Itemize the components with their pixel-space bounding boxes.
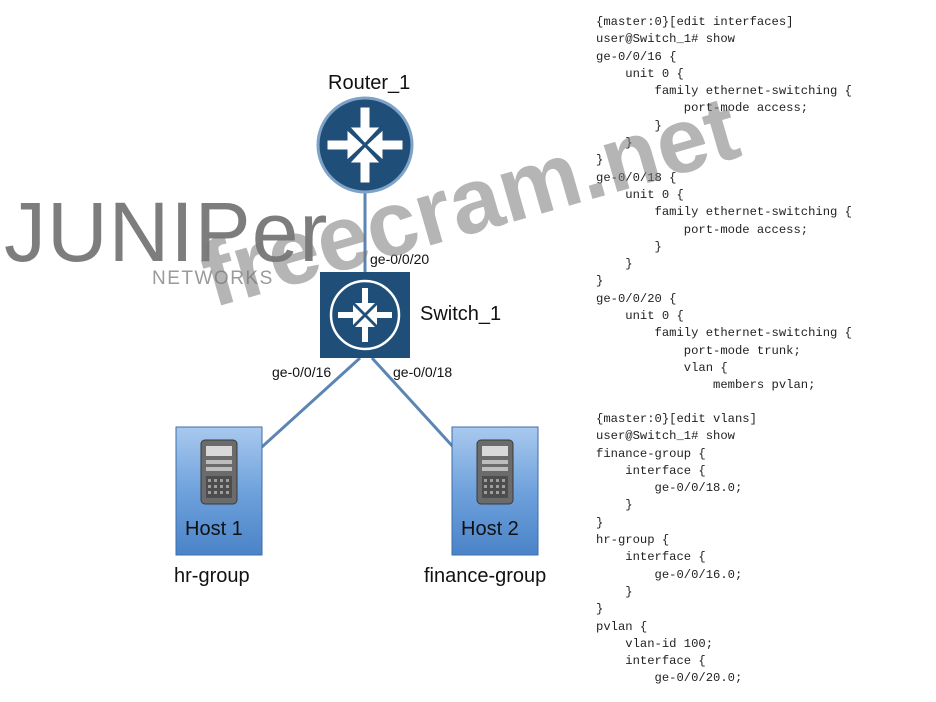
switch-icon [320, 272, 410, 358]
router-label: Router_1 [328, 72, 410, 94]
host1-label: Host 1 [185, 518, 243, 540]
host1-group-label: hr-group [174, 565, 250, 587]
port-host2-label: ge-0/0/18 [393, 364, 452, 380]
host2-group-label: finance-group [424, 565, 546, 587]
host1-box: Host 1 [175, 426, 263, 556]
brand-name: JUNIPer [4, 185, 329, 279]
port-uplink-label: ge-0/0/20 [370, 251, 429, 267]
interfaces-config: {master:0}[edit interfaces] user@Switch_… [596, 15, 852, 393]
vlans-config: {master:0}[edit vlans] user@Switch_1# sh… [596, 412, 757, 686]
brand-sub: NETWORKS [152, 268, 274, 289]
router-icon [316, 96, 414, 194]
host2-box: Host 2 [451, 426, 539, 556]
juniper-logo: JUNIPer NETWORKS [4, 185, 329, 289]
port-host1-label: ge-0/0/16 [272, 364, 331, 380]
switch-label: Switch_1 [420, 303, 501, 325]
host2-label: Host 2 [461, 518, 519, 540]
server-icon [476, 439, 514, 505]
server-icon [200, 439, 238, 505]
